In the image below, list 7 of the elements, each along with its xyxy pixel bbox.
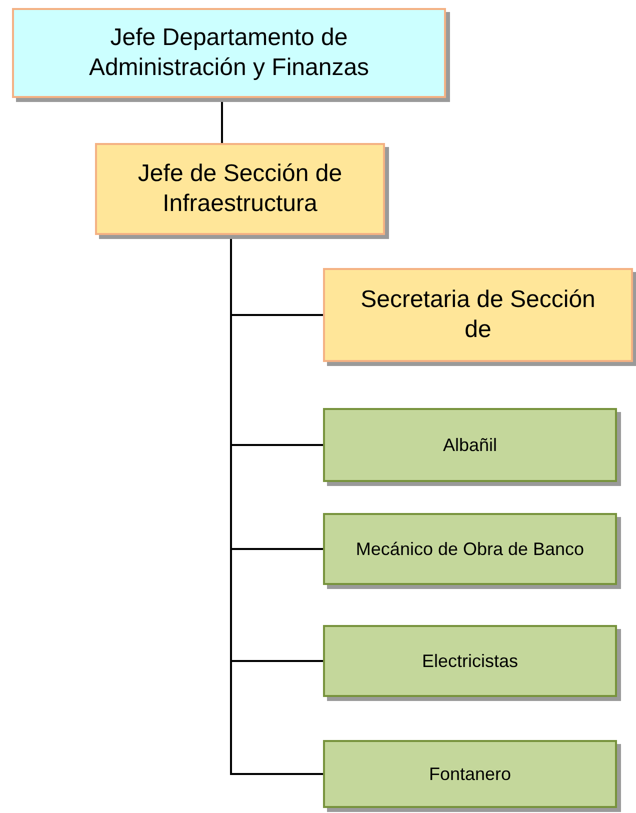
position-title: Mecánico de Obra de Banco xyxy=(356,538,584,560)
position-title: Jefe Departamento de Administración y Finanzas xyxy=(88,23,370,83)
position-title: Fontanero xyxy=(428,762,512,786)
position-title: Jefe de Sección de Infraestructura xyxy=(136,159,344,219)
position-title: Electricistas xyxy=(422,650,518,672)
position-title: Albañil xyxy=(442,434,498,456)
position-title: Secretaria de Sección de xyxy=(360,285,596,345)
